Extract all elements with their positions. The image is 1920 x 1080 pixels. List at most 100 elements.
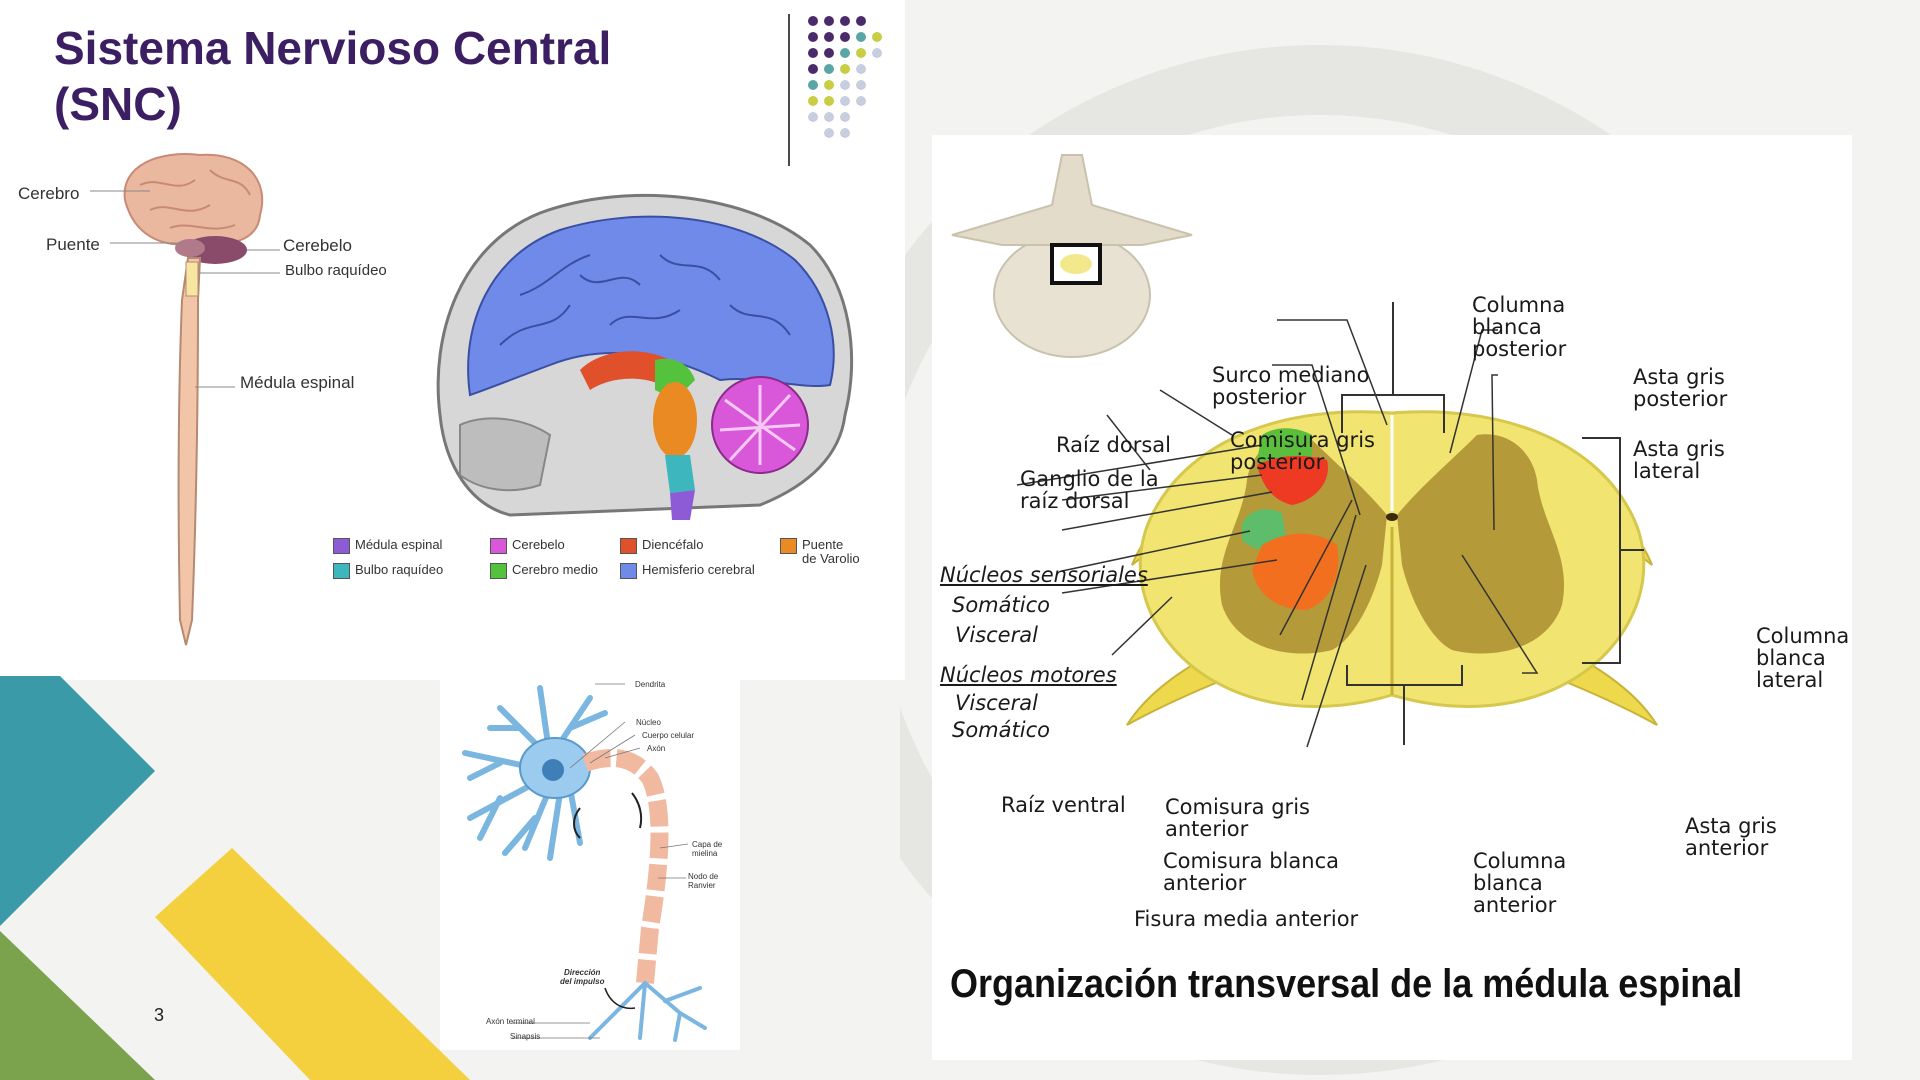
legend-swatch — [620, 538, 637, 554]
decorative-dot — [808, 96, 818, 106]
label-asta-anterior: Asta gris anterior — [1685, 814, 1777, 860]
decorative-dot — [856, 32, 866, 42]
decorative-dot — [824, 80, 834, 90]
label-visceral-motor: Visceral — [955, 691, 1038, 715]
slide-title-line2: (SNC) — [54, 78, 182, 130]
decorative-dot — [840, 32, 850, 42]
slide-title-line1: Sistema Nervioso Central — [54, 22, 612, 74]
label-dendrita: Dendrita — [635, 680, 666, 689]
label-axon: Axón — [647, 744, 666, 753]
decorative-dot — [840, 64, 850, 74]
legend-item: Puente de Varolio — [780, 538, 860, 566]
decorative-dot — [840, 16, 850, 26]
legend-swatch — [490, 563, 507, 579]
decorative-dot — [856, 64, 866, 74]
neuron-figure — [440, 668, 740, 1050]
spinal-cord-figure — [932, 135, 1852, 1060]
somatic-motor-nucleus-shape — [1252, 533, 1339, 610]
label-medula: Médula espinal — [240, 373, 355, 392]
label-raiz-ventral: Raíz ventral — [1001, 793, 1126, 817]
corner-decoration — [0, 676, 470, 1080]
legend-item: Médula espinal — [333, 537, 443, 554]
decorative-dot — [808, 112, 818, 122]
legend-label: Cerebro medio — [512, 562, 598, 577]
bracket-lines — [1341, 302, 1644, 745]
visceral-sensory-nucleus-shape — [1257, 455, 1328, 505]
legend-swatch — [620, 563, 637, 579]
grey-matter-right-shape — [1397, 434, 1565, 654]
decorative-dot — [840, 112, 850, 122]
label-mielina: Capa de mielina — [692, 840, 723, 858]
legend-item: Cerebelo — [490, 537, 565, 554]
spinal-figure-title: Organización transversal de la médula es… — [950, 962, 1743, 1006]
label-axon-terminal: Axón terminal — [486, 1017, 535, 1026]
label-nucleos-sensoriales: Núcleos sensoriales — [940, 563, 1148, 587]
legend-label: Diencéfalo — [642, 537, 704, 552]
decorative-dot — [856, 96, 866, 106]
myelin-axon-shape — [582, 749, 669, 984]
label-asta-posterior: Asta gris posterior — [1633, 365, 1728, 411]
legend-swatch — [333, 563, 350, 579]
decorative-dot — [824, 128, 834, 138]
label-columna-posterior: Columna blanca posterior — [1472, 293, 1567, 361]
sagittal-brain-figure — [436, 194, 854, 520]
legend-swatch — [780, 538, 797, 554]
decorative-dots-icon — [808, 16, 882, 138]
leader-lines — [1016, 319, 1539, 748]
legend-item: Cerebro medio — [490, 562, 598, 579]
legend-item: Bulbo raquídeo — [333, 563, 443, 579]
decorative-dot — [808, 80, 818, 90]
label-columna-lateral: Columna blanca lateral — [1756, 624, 1850, 692]
decorative-dot — [856, 48, 866, 58]
decorative-dot — [824, 112, 834, 122]
slide-title: Sistema Nervioso Central (SNC) — [54, 20, 611, 132]
green-triangle-shape — [0, 931, 155, 1080]
decorative-dot — [840, 96, 850, 106]
decorative-dot — [840, 128, 850, 138]
label-somatico-sensorial: Somático — [952, 593, 1050, 617]
legend-swatch — [490, 538, 507, 554]
legend-item: Hemisferio cerebral — [620, 562, 755, 579]
label-ranvier: Nodo de Ranvier — [688, 872, 719, 890]
nucleus-shape — [542, 759, 564, 781]
decorative-dot — [824, 32, 834, 42]
decorative-dot — [808, 16, 818, 26]
label-bulbo: Bulbo raquídeo — [285, 262, 387, 279]
label-cuerpo-celular: Cuerpo celular — [642, 731, 695, 740]
label-raiz-dorsal: Raíz dorsal — [1056, 433, 1171, 457]
legend-item: Diencéfalo — [620, 537, 704, 554]
spinal-cord-segment-shape — [670, 490, 695, 520]
decorative-dot — [856, 80, 866, 90]
label-comisura-posterior: Comisura gris posterior — [1230, 428, 1375, 474]
title-divider — [788, 14, 790, 166]
decorative-dot — [824, 96, 834, 106]
dendrites-shape — [462, 685, 608, 861]
legend-swatch — [333, 538, 350, 554]
legend-label: Hemisferio cerebral — [642, 562, 755, 577]
label-surco-mediano: Surco mediano posterior — [1212, 363, 1370, 409]
legend-label: Cerebelo — [512, 537, 565, 552]
label-comisura-anterior: Comisura gris anterior — [1165, 795, 1310, 841]
label-sinapsis: Sinapsis — [510, 1032, 541, 1041]
label-direccion-impulso: Dirección del impulso — [560, 968, 605, 986]
decorative-dot — [856, 16, 866, 26]
diencephalon-shape — [580, 351, 670, 390]
pons-shape — [175, 239, 205, 257]
label-nucleos-motores: Núcleos motores — [940, 663, 1117, 687]
face-skull-shape — [459, 417, 552, 492]
decorative-dot — [840, 80, 850, 90]
brain-shape — [123, 153, 264, 246]
decorative-dot — [824, 64, 834, 74]
label-somatico-motor: Somático — [952, 718, 1050, 742]
pons-shape — [653, 382, 697, 458]
legend-label: Puente de Varolio — [802, 537, 860, 566]
label-asta-lateral: Asta gris lateral — [1633, 437, 1725, 483]
label-cerebelo: Cerebelo — [283, 236, 352, 255]
central-canal-shape — [1386, 513, 1398, 521]
label-fisura-media: Fisura media anterior — [1134, 907, 1359, 931]
label-ganglio: Ganglio de la raíz dorsal — [1020, 467, 1159, 513]
vertebra-shape — [951, 154, 1193, 358]
legend-label: Médula espinal — [355, 537, 443, 552]
decorative-dot — [808, 64, 818, 74]
